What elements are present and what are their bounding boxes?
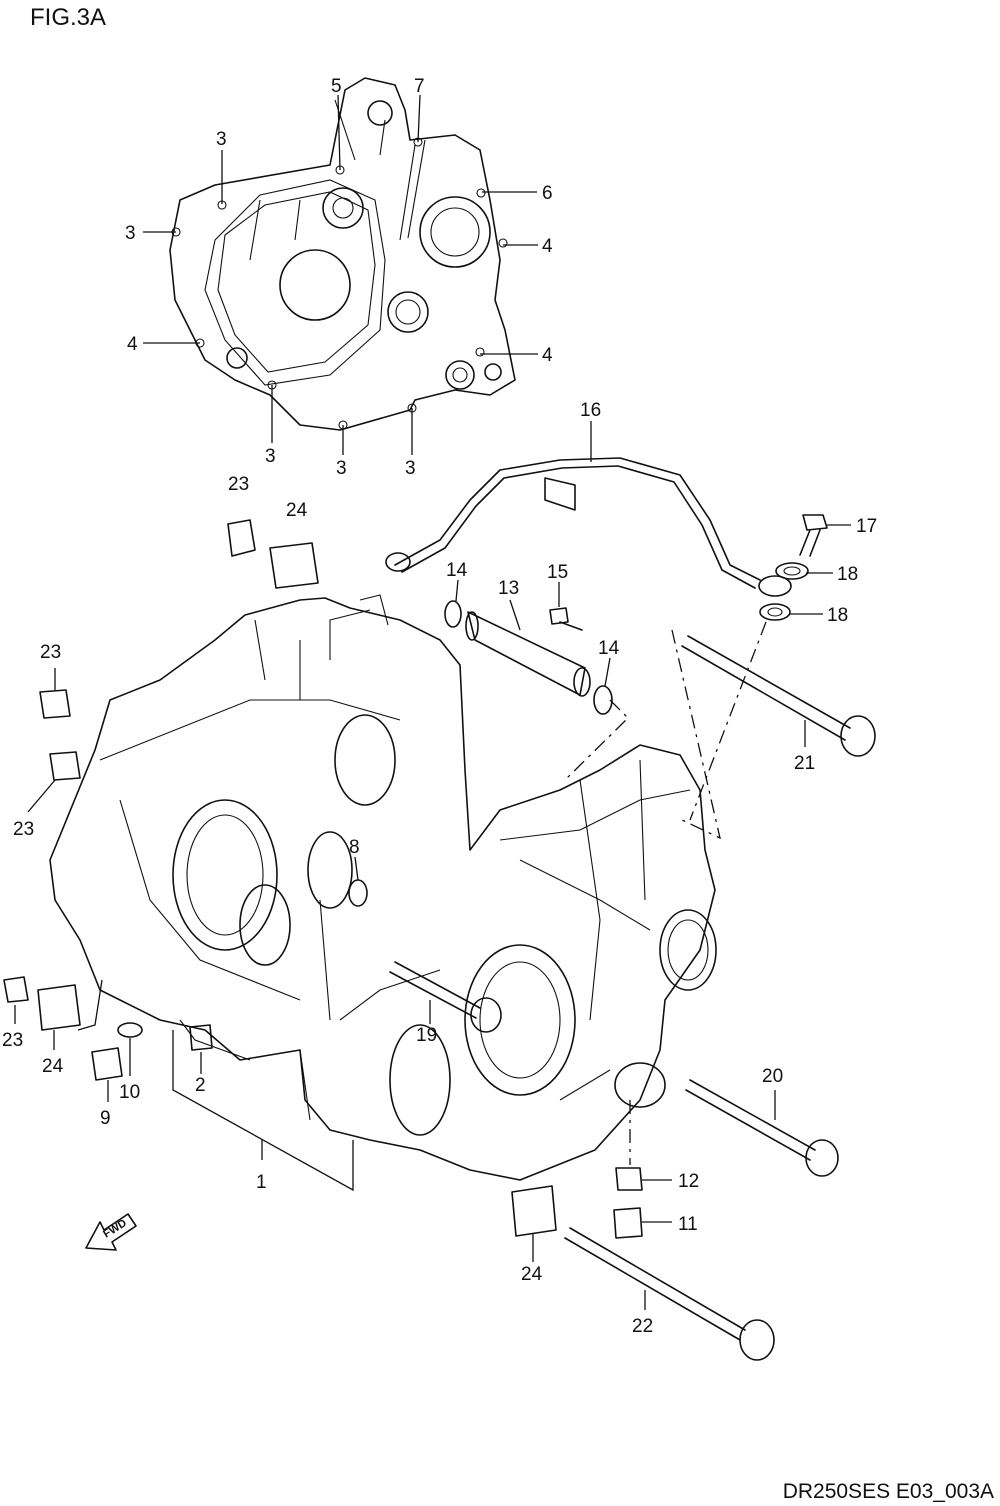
callout-24: 24 [286,500,308,521]
callout-12: 12 [678,1171,699,1192]
callout-17: 17 [856,516,877,537]
callout-24: 24 [42,1056,64,1077]
bolt-20 [685,1079,839,1177]
callout-8: 8 [349,837,360,858]
bolt-17 [799,514,828,557]
oil-pipe-16 [385,457,792,597]
callout-5: 5 [331,76,342,97]
drawing-code: DR250SES E03_003A [782,1480,994,1503]
callout-6: 6 [542,183,553,204]
callout-13: 13 [498,578,519,599]
callout-3: 3 [336,458,347,479]
callout-3: 3 [125,223,136,244]
callout-7: 7 [414,76,425,97]
callout-23: 23 [13,819,34,840]
callout-20: 20 [762,1066,783,1087]
bolt-19 [389,961,502,1033]
callout-4: 4 [542,345,553,366]
alignment-lines [564,621,767,1165]
callout-9: 9 [100,1108,111,1129]
forward-arrow-icon: FWD [85,1213,137,1251]
callout-18: 18 [827,605,848,626]
callout-3: 3 [265,446,276,467]
callout-14: 14 [446,560,468,581]
callout-23: 23 [40,642,61,663]
callout-15: 15 [547,562,568,583]
bolt-22 [564,1227,775,1361]
callout-10: 10 [119,1082,140,1103]
callout-3: 3 [405,458,416,479]
callout-18: 18 [837,564,858,585]
bolt-21 [681,635,876,757]
callout-3: 3 [216,129,227,150]
fwd-label: FWD [101,1217,129,1240]
callout-23: 23 [228,474,249,495]
crankcase-assembly-drawing [49,594,717,1181]
callout-14: 14 [598,638,620,659]
callout-labels: 5 7 3 6 3 4 4 4 3 3 3 16 23 24 17 18 14 … [2,76,877,1337]
callout-21: 21 [794,753,815,774]
pipe-13-and-o-rings-14 [444,600,613,715]
leader-lines [14,94,851,1310]
bolt-15 [549,607,583,631]
dowels-and-plugs [3,519,643,1239]
callout-19: 19 [416,1025,437,1046]
callout-4: 4 [542,236,553,257]
callout-16: 16 [580,400,601,421]
left-crankcase-half-drawing [169,77,516,431]
callout-23: 23 [2,1030,23,1051]
callout-1: 1 [256,1172,267,1193]
callout-2: 2 [195,1075,206,1096]
callout-24: 24 [521,1264,543,1285]
callout-22: 22 [632,1316,653,1337]
washers-18 [759,562,809,621]
figure-title: FIG.3A [30,4,107,31]
callout-11: 11 [678,1214,698,1235]
callout-4: 4 [127,334,138,355]
